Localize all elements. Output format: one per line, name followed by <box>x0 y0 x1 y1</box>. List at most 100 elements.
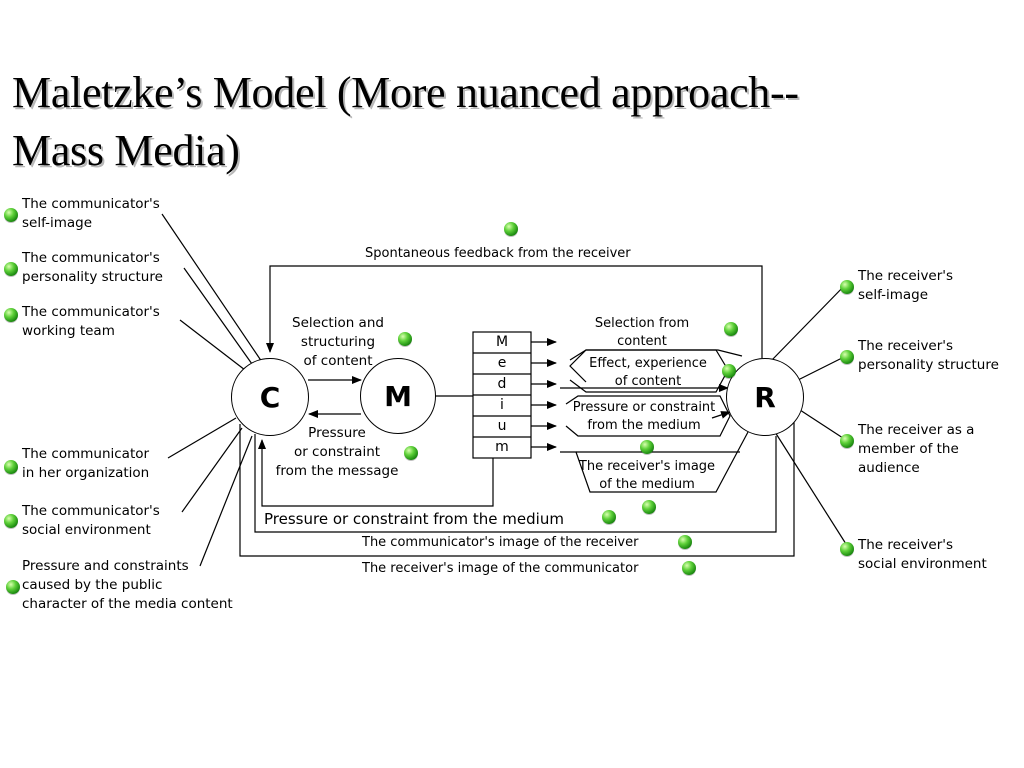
label-receiver-image-medium: The receiver's image of the medium <box>572 458 722 494</box>
bullet-icon <box>4 208 18 222</box>
label-recv-personality: The receiver's personality structure <box>858 337 999 375</box>
spoke-comm-self-image <box>161 213 263 363</box>
label-line: personality structure <box>22 269 163 285</box>
label-line: working team <box>22 323 115 339</box>
spoke-comm-working-team <box>179 319 246 371</box>
label-receiver-image-communicator: The receiver's image of the communicator <box>362 561 639 576</box>
label-line: in her organization <box>22 465 150 481</box>
bullet-icon <box>602 510 616 524</box>
slide-title: Maletzke’s Model (More nuanced approach-… <box>12 64 1002 180</box>
hex-receiver-image <box>560 431 749 493</box>
feedback-line <box>266 265 763 358</box>
label-selection-content: Selection from content <box>582 315 702 351</box>
label-selection-structuring: Selection and structuring of content <box>282 314 394 371</box>
label-line: The communicator's <box>22 196 160 212</box>
label-comm-organization: The communicator in her organization <box>22 445 149 483</box>
label-line: character of the media content <box>22 596 233 612</box>
bullet-icon <box>724 322 738 336</box>
bullet-icon <box>504 222 518 236</box>
node-communicator: C <box>231 358 309 436</box>
label-line: structuring <box>300 334 376 350</box>
label-line: caused by the public <box>22 577 163 593</box>
label-line: The receiver's <box>858 268 954 284</box>
label-line: of content <box>303 353 373 369</box>
medium-letter: e <box>497 355 507 371</box>
label-comm-self-image: The communicator's self-image <box>22 195 160 233</box>
spoke-comm-social <box>181 427 243 513</box>
bullet-icon <box>722 364 736 378</box>
label-line: self-image <box>858 287 929 303</box>
label-line: The communicator's <box>22 250 160 266</box>
label-line: The receiver's image <box>578 459 716 474</box>
label-pressure-medium: Pressure or constraint from the medium <box>564 399 724 435</box>
bullet-icon <box>4 514 18 528</box>
spoke-recv-audience <box>799 409 847 441</box>
label-comm-social: The communicator's social environment <box>22 502 160 540</box>
medium-letter: M <box>495 334 509 350</box>
bullet-icon <box>840 280 854 294</box>
label-line: content <box>617 334 667 349</box>
label-line: or constraint <box>293 444 381 460</box>
label-pressure-message: Pressure or constraint from the message <box>262 424 412 481</box>
bullet-icon <box>398 332 412 346</box>
label-line: Pressure and constraints <box>22 558 189 574</box>
bullet-icon <box>678 535 692 549</box>
label-feedback: Spontaneous feedback from the receiver <box>365 246 631 261</box>
label-line: of the medium <box>599 477 695 492</box>
spoke-comm-personality <box>183 267 253 365</box>
label-line: from the message <box>275 463 399 479</box>
loop-communicator-image-receiver <box>254 434 777 533</box>
label-line: The receiver's <box>858 537 954 553</box>
label-pressure-medium-bottom: Pressure or constraint from the medium <box>264 510 565 529</box>
label-line: The receiver as a <box>858 422 975 438</box>
label-line: Pressure <box>308 425 366 441</box>
bullet-icon <box>404 446 418 460</box>
label-line: social environment <box>22 522 151 538</box>
bullet-icon <box>642 500 656 514</box>
medium-letter: d <box>497 376 507 392</box>
label-recv-audience: The receiver as a member of the audience <box>858 421 974 478</box>
bullet-icon <box>4 460 18 474</box>
loop-receiver-image-communicator <box>239 420 795 557</box>
medium-letter: u <box>497 418 507 434</box>
label-line: The receiver's <box>858 338 954 354</box>
label-recv-social: The receiver's social environment <box>858 536 987 574</box>
label-line: self-image <box>22 215 93 231</box>
bullet-icon <box>640 440 654 454</box>
bullet-icon <box>6 580 20 594</box>
label-comm-personality: The communicator's personality structure <box>22 249 163 287</box>
label-line: Selection from <box>594 316 690 331</box>
medium-letter: i <box>500 397 504 413</box>
bullet-icon <box>682 561 696 575</box>
bullet-icon <box>4 262 18 276</box>
spoke-comm-organization <box>167 417 237 459</box>
spoke-recv-personality <box>797 355 847 381</box>
title-line-2: Mass Media) <box>12 126 240 175</box>
label-communicator-image-receiver: The communicator's image of the receiver <box>362 533 639 552</box>
label-line: social environment <box>858 556 987 572</box>
label-recv-self-image: The receiver's self-image <box>858 267 953 305</box>
bullet-icon <box>840 542 854 556</box>
medium-letters: M e d i u m <box>473 332 531 458</box>
spoke-recv-social <box>774 431 847 545</box>
bullet-icon <box>840 434 854 448</box>
label-comm-working-team: The communicator's working team <box>22 303 160 341</box>
loop-pressure-medium-bottom <box>258 439 494 507</box>
label-line: Effect, experience <box>589 356 707 371</box>
label-line: The communicator's <box>22 304 160 320</box>
label-line: The communicator's <box>22 503 160 519</box>
label-line: of content <box>614 374 682 389</box>
label-line: from the medium <box>587 418 701 433</box>
title-line-1: Maletzke’s Model (More nuanced approach-… <box>12 68 799 117</box>
medium-letter: m <box>495 439 509 455</box>
label-line: personality structure <box>858 357 999 373</box>
label-line: member of the <box>858 441 959 457</box>
bullet-icon <box>4 308 18 322</box>
node-receiver: R <box>726 358 804 436</box>
label-line: audience <box>858 460 920 476</box>
label-effect-experience: Effect, experience of content <box>578 355 718 391</box>
bullet-icon <box>840 350 854 364</box>
label-comm-public-pressure: Pressure and constraints caused by the p… <box>22 557 233 614</box>
label-line: The communicator <box>22 446 150 462</box>
